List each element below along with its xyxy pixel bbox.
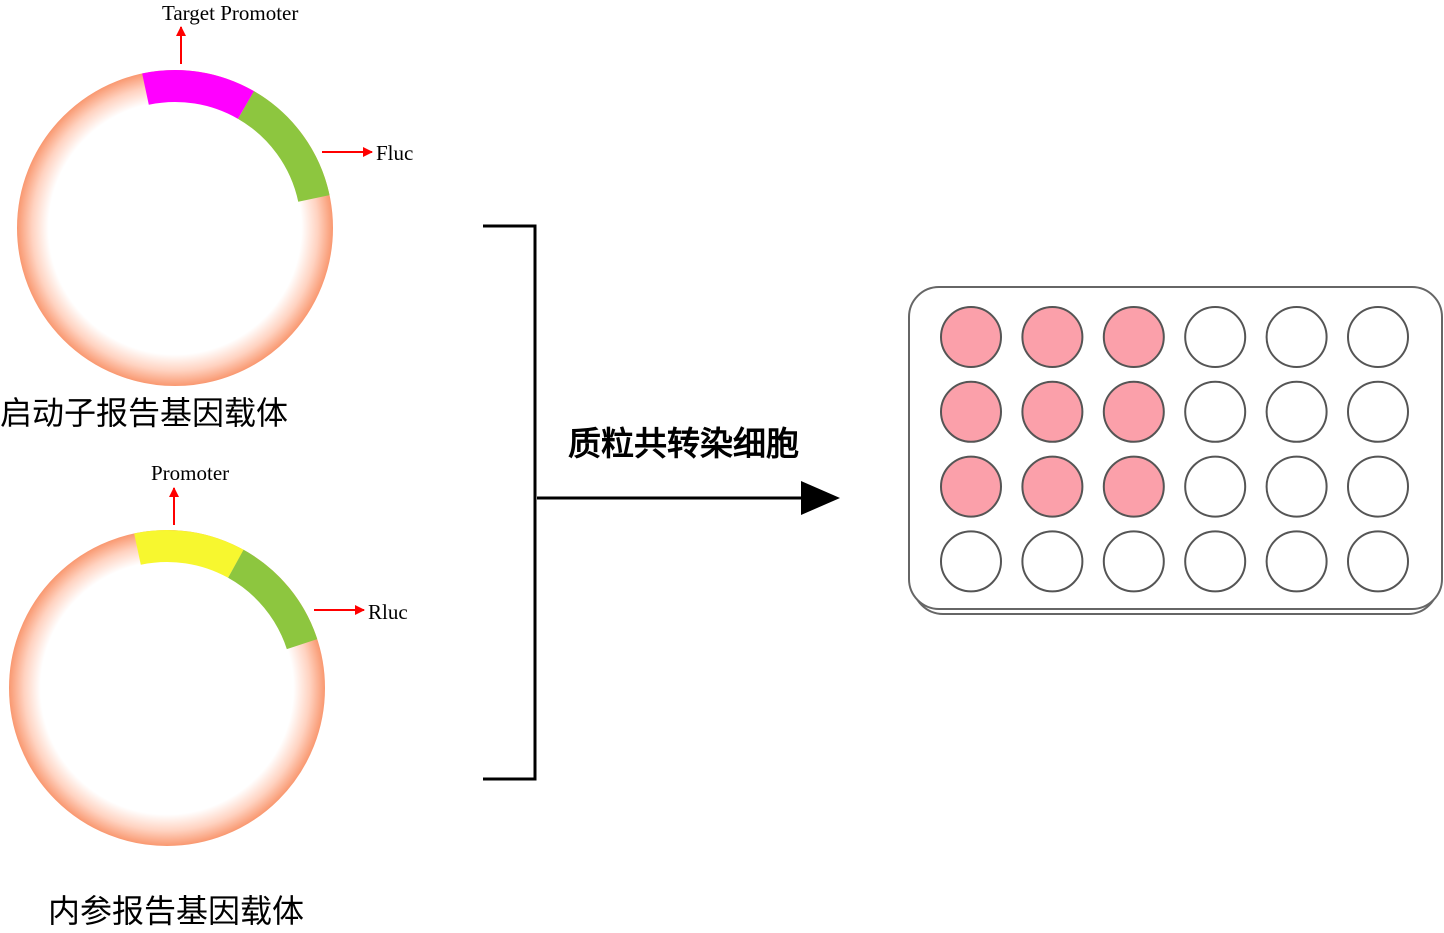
well-empty xyxy=(1021,530,1084,593)
well-filled xyxy=(1102,306,1165,368)
well-filled xyxy=(940,455,1002,518)
well-empty xyxy=(1265,380,1328,443)
well-filled xyxy=(940,306,1002,368)
well-empty xyxy=(1102,530,1165,593)
well-empty xyxy=(1184,306,1247,368)
well-empty xyxy=(1184,530,1247,593)
plasmid-1-promoter-segment xyxy=(142,70,254,120)
plasmid-1: Target Promoter Fluc 启动子报告基因载体 xyxy=(0,1,413,432)
well-filled xyxy=(1021,380,1084,443)
well-empty xyxy=(1184,380,1247,443)
process-label: 质粒共转染细胞 xyxy=(568,424,799,463)
plasmid-2-promoter-label: Promoter xyxy=(151,461,229,485)
well-plate xyxy=(908,286,1443,615)
plasmid-1-gene-segment xyxy=(237,91,330,203)
process-arrow-head xyxy=(801,481,840,515)
well-empty xyxy=(1265,530,1328,593)
well-empty xyxy=(1347,530,1409,593)
well-filled xyxy=(1102,380,1165,443)
well-filled xyxy=(1102,455,1165,518)
well-plate-body xyxy=(908,286,1443,610)
well-empty xyxy=(1265,306,1328,368)
plasmid-1-caption: 启动子报告基因载体 xyxy=(0,394,288,432)
well-empty xyxy=(1265,455,1328,518)
well-filled xyxy=(1021,455,1084,518)
well-empty xyxy=(1347,380,1409,443)
well-filled xyxy=(940,380,1002,443)
well-grid xyxy=(940,306,1409,593)
plasmid-2-gene-label: Rluc xyxy=(368,600,408,624)
plasmid-1-promoter-label: Target Promoter xyxy=(162,1,298,25)
plasmid-2-gene-segment xyxy=(227,549,318,650)
well-filled xyxy=(1021,306,1084,368)
bracket xyxy=(483,224,537,781)
plasmid-2-promoter-segment xyxy=(134,530,244,578)
well-empty xyxy=(1347,306,1409,368)
well-empty xyxy=(940,530,1002,593)
well-empty xyxy=(1347,455,1409,518)
plasmid-2-caption: 内参报告基因载体 xyxy=(48,892,304,930)
well-empty xyxy=(1184,455,1247,518)
plasmid-2: Promoter Rluc 内参报告基因载体 xyxy=(9,461,408,930)
plasmid-1-gene-label: Fluc xyxy=(376,141,413,165)
process-arrow xyxy=(537,481,840,515)
